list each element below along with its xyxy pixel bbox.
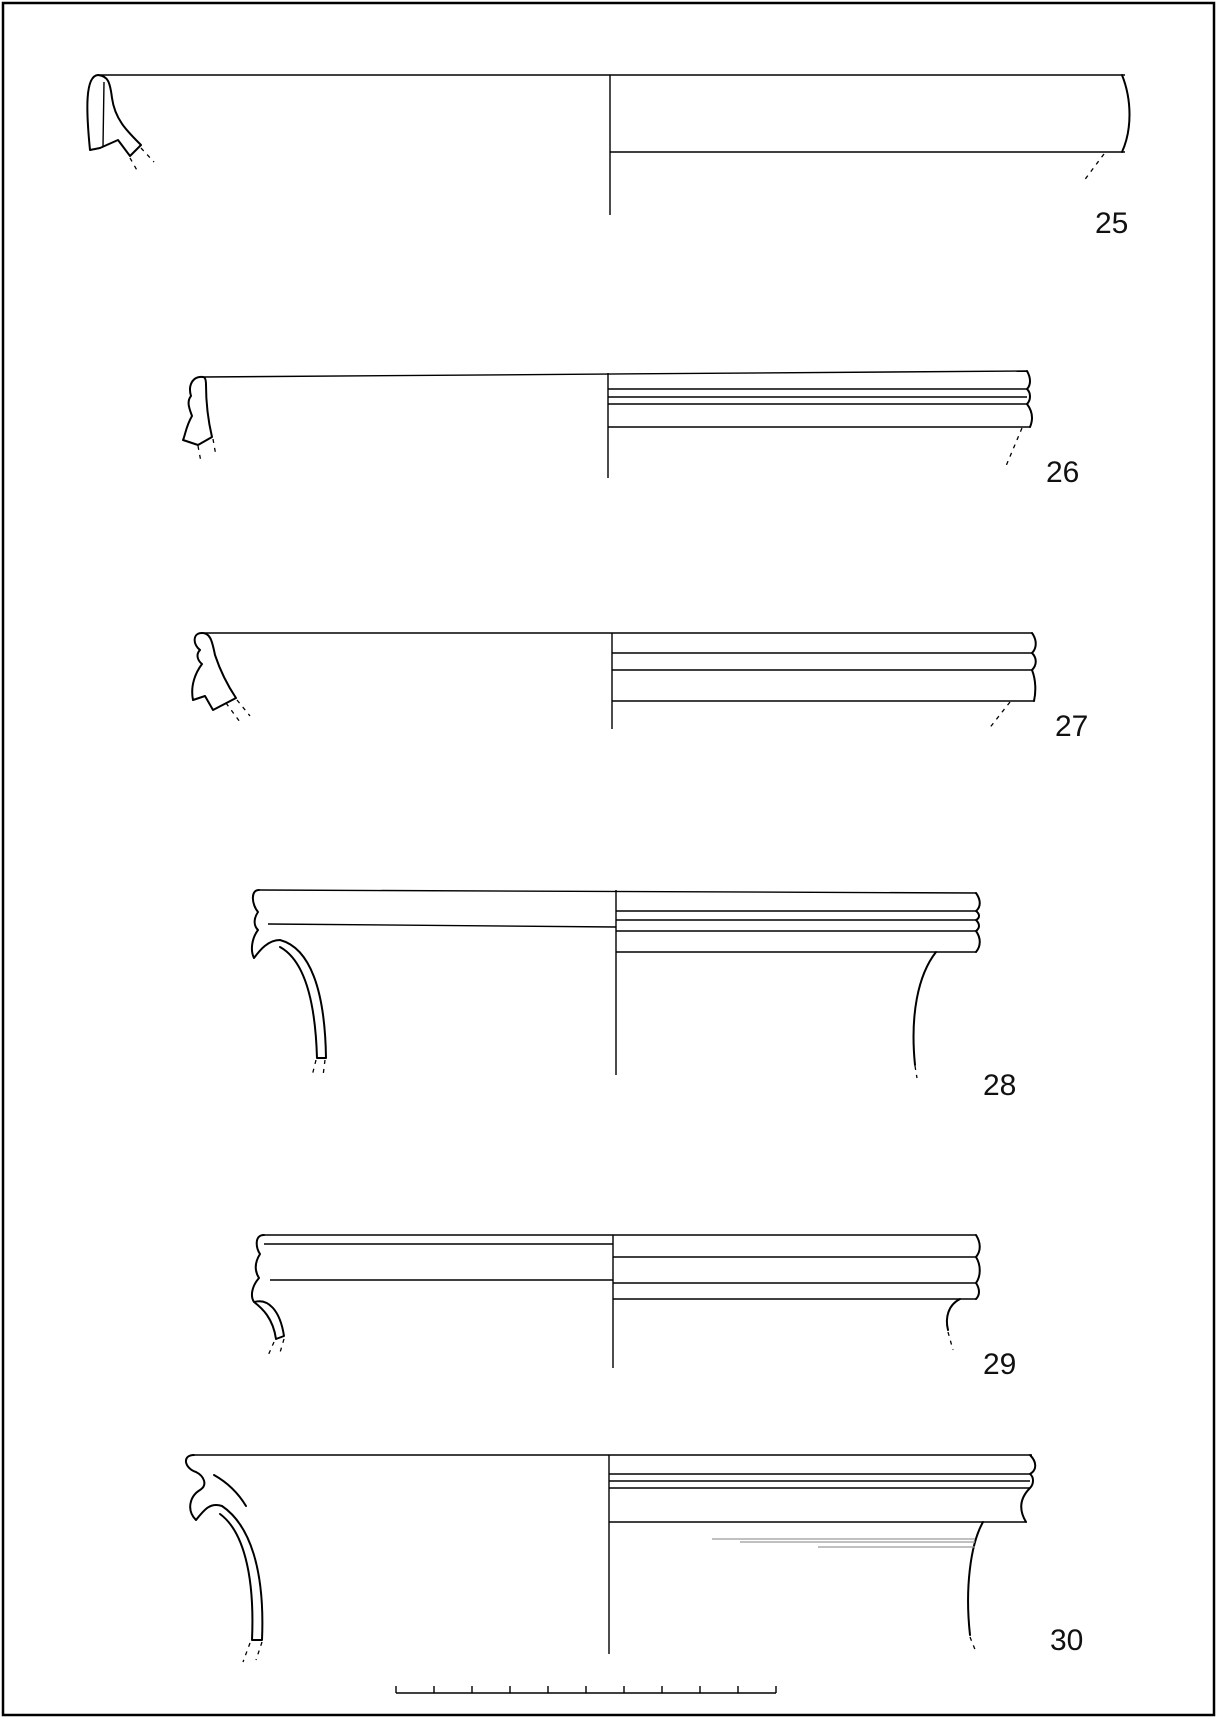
- figure-label-30: 30: [1050, 1624, 1083, 1657]
- figure-25: 25: [86, 74, 1131, 240]
- figure-label-27: 27: [1055, 710, 1088, 743]
- figure-28: 28: [250, 889, 1016, 1102]
- figure-label-25: 25: [1095, 207, 1128, 240]
- figure-27: 27: [191, 632, 1088, 743]
- figure-29: 29: [250, 1234, 1016, 1381]
- scale-bar: [395, 1686, 777, 1694]
- figure-label-26: 26: [1046, 456, 1079, 489]
- figure-30: 30: [185, 1454, 1083, 1663]
- figure-26: 26: [182, 370, 1079, 489]
- figure-label-28: 28: [983, 1069, 1016, 1102]
- figure-label-29: 29: [983, 1348, 1016, 1381]
